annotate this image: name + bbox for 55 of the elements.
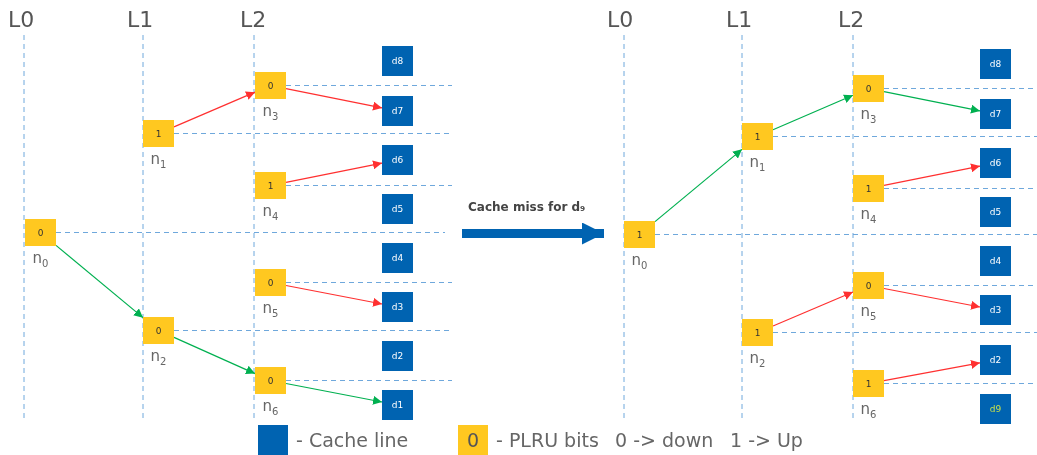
node-caption: n$_{3}$ (261, 102, 280, 124)
arrow (883, 360, 981, 382)
level-label: L1 (726, 8, 753, 32)
plru-bit-box: 0 (255, 269, 286, 296)
plru-bit-box: 1 (853, 175, 884, 202)
arrow (55, 244, 144, 319)
arrow (285, 160, 383, 183)
plru-bit-box: 1 (742, 319, 773, 346)
legend-note: 1 -> Up (730, 428, 803, 453)
node-caption: n$_{2}$ (149, 347, 168, 369)
legend-label: - Cache line (296, 428, 409, 453)
arrow (173, 336, 256, 375)
plru-bit-box: 0 (143, 317, 174, 344)
node-caption: n$_{2}$ (748, 349, 767, 371)
edge-label: Cache miss for d₉ (468, 199, 586, 214)
arrow (654, 148, 743, 223)
arrow (883, 163, 981, 186)
arrow (285, 88, 383, 111)
arrow (285, 382, 383, 405)
arrow (772, 291, 854, 327)
node-caption: n$_{5}$ (859, 302, 878, 324)
node-caption: n$_{1}$ (149, 150, 168, 172)
node-caption: n$_{0}$ (31, 249, 50, 271)
plru-bit-box: 0 (853, 272, 884, 299)
plru-bit-box: 0 (255, 367, 286, 394)
plru-bit-box: 1 (143, 120, 174, 147)
swatch-digit: 0 (465, 428, 481, 453)
plru-bit-box: 1 (742, 123, 773, 150)
arrow (883, 91, 981, 114)
node-caption: n$_{4}$ (261, 202, 280, 224)
node-caption: n$_{6}$ (859, 400, 878, 422)
plru-bit-box: 1 (255, 172, 286, 199)
arrow (285, 284, 383, 307)
legend-label: - PLRU bits (496, 428, 599, 453)
node-caption: n$_{6}$ (261, 397, 280, 419)
legend-note: 0 -> down (615, 428, 714, 453)
plru-bit-box: 1 (853, 370, 884, 397)
node-caption: n$_{5}$ (261, 299, 280, 321)
plru-bit-box: 0 (853, 75, 884, 102)
block-arrow (462, 222, 604, 245)
plru-bit-box: 0 (25, 219, 56, 246)
level-label: L2 (240, 8, 267, 32)
arrow (173, 91, 256, 128)
level-label: L0 (8, 8, 35, 32)
arrow (772, 94, 854, 131)
node-caption: n$_{0}$ (630, 251, 649, 273)
level-label: L1 (127, 8, 154, 32)
plru-bit-box: 1 (624, 221, 655, 248)
arrow (883, 287, 981, 310)
node-caption: n$_{3}$ (859, 105, 878, 127)
node-caption: n$_{4}$ (859, 205, 878, 227)
plru-bit-box: 0 (255, 72, 286, 99)
node-caption: n$_{1}$ (748, 153, 767, 175)
level-label: L0 (607, 8, 634, 32)
level-label: L2 (838, 8, 865, 32)
